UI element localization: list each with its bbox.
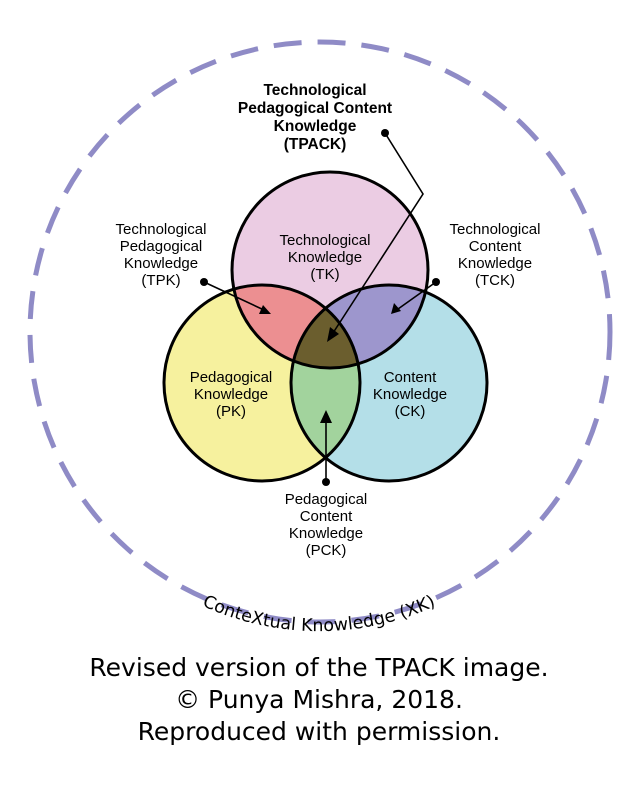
- tck-label: Technological Content Knowledge (TCK): [430, 221, 560, 289]
- pck-label-line: Knowledge: [288, 525, 364, 542]
- tpack-label-line: Knowledge: [273, 118, 357, 135]
- pk-label-line: (PK): [216, 403, 246, 420]
- pk-label-line: Knowledge: [193, 386, 269, 403]
- tck-pointer-line: [397, 281, 437, 310]
- ck-label-line: Content: [383, 369, 437, 386]
- caption-line: © Punya Mishra, 2018.: [175, 685, 463, 714]
- tck-label-line: Technological: [449, 221, 541, 238]
- tck-pointer-arrowhead: [391, 303, 401, 314]
- ck-label-line: Knowledge: [372, 386, 448, 403]
- tpk-label-line: Technological: [115, 221, 207, 238]
- tpack-label-line: Pedagogical Content: [237, 100, 393, 117]
- tpack-pointer-arrowhead: [327, 327, 339, 342]
- pk-outline: [162, 283, 362, 483]
- pk-label-line: Pedagogical: [189, 369, 273, 386]
- tpk-label-line: Knowledge: [123, 255, 199, 272]
- pck-label-line: (PCK): [305, 542, 347, 559]
- tpack-pointer-line: [332, 132, 424, 334]
- pck-label: Pedagogical Content Knowledge (PCK): [266, 491, 386, 559]
- contextual-knowledge-ring: [27, 39, 613, 625]
- tck-label-line: Knowledge: [457, 255, 533, 272]
- tpk-pointer-line: [203, 281, 265, 311]
- tck-label-line: (TCK): [475, 272, 515, 289]
- tk-label-line: Technological: [279, 232, 371, 249]
- ck-label-line: (CK): [394, 403, 426, 420]
- pck-label-line: Content: [299, 508, 353, 525]
- ck-outline: [289, 283, 489, 483]
- tpack-label: Technological Pedagogical Content Knowle…: [215, 82, 415, 154]
- tpack-venn-diagram: ConteXtual Knowledge (XK): [27, 39, 613, 636]
- tpack-label-line: Technological: [263, 82, 367, 99]
- tpack-label-line: (TPACK): [283, 136, 347, 153]
- caption-line: Reproduced with permission.: [137, 717, 501, 746]
- contextual-knowledge-label: ConteXtual Knowledge (XK): [200, 592, 439, 636]
- tk-outline: [230, 170, 430, 370]
- tpk-label-line: (TPK): [141, 272, 181, 289]
- tpk-pointer-arrowhead: [259, 305, 271, 314]
- ck-label: Content Knowledge (CK): [355, 369, 465, 420]
- tk-label: Technological Knowledge (TK): [260, 232, 390, 283]
- tpk-label-line: Pedagogical: [119, 238, 203, 255]
- tpack-region: [291, 285, 360, 368]
- tk-label-line: Knowledge: [287, 249, 363, 266]
- caption-line: Revised version of the TPACK image.: [89, 653, 549, 682]
- image-caption: Revised version of the TPACK image. © Pu…: [0, 652, 638, 748]
- pck-pointer-arrowhead: [320, 410, 332, 423]
- pk-label: Pedagogical Knowledge (PK): [176, 369, 286, 420]
- tpk-label: Technological Pedagogical Knowledge (TPK…: [96, 221, 226, 289]
- tk-label-line: (TK): [310, 266, 340, 283]
- pck-label-line: Pedagogical: [284, 491, 368, 508]
- tck-label-line: Content: [468, 238, 522, 255]
